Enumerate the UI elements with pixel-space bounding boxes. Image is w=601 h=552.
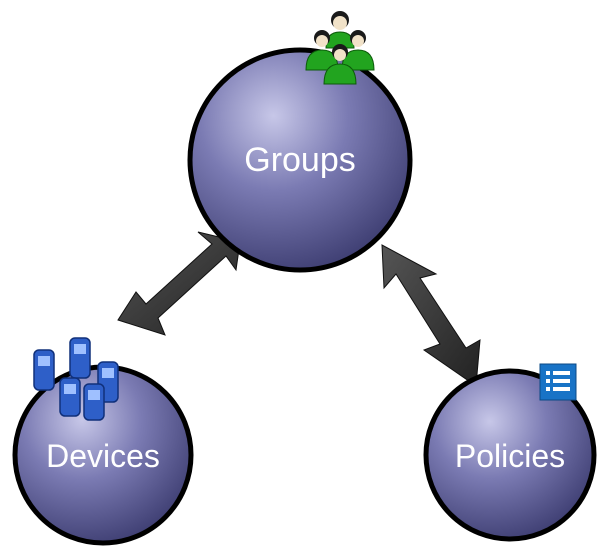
- groups-node: Groups: [187, 47, 413, 273]
- mobile-phones-icon: [33, 337, 119, 421]
- policies-node: Policies: [423, 368, 597, 542]
- devices-label: Devices: [46, 438, 160, 474]
- groups-label: Groups: [244, 141, 356, 179]
- list-document-icon: [539, 363, 577, 401]
- policies-label: Policies: [455, 438, 565, 474]
- user-group-icon: [305, 11, 375, 85]
- arrow-groups-policies: [381, 244, 481, 387]
- arrow-devices-groups: [117, 231, 241, 336]
